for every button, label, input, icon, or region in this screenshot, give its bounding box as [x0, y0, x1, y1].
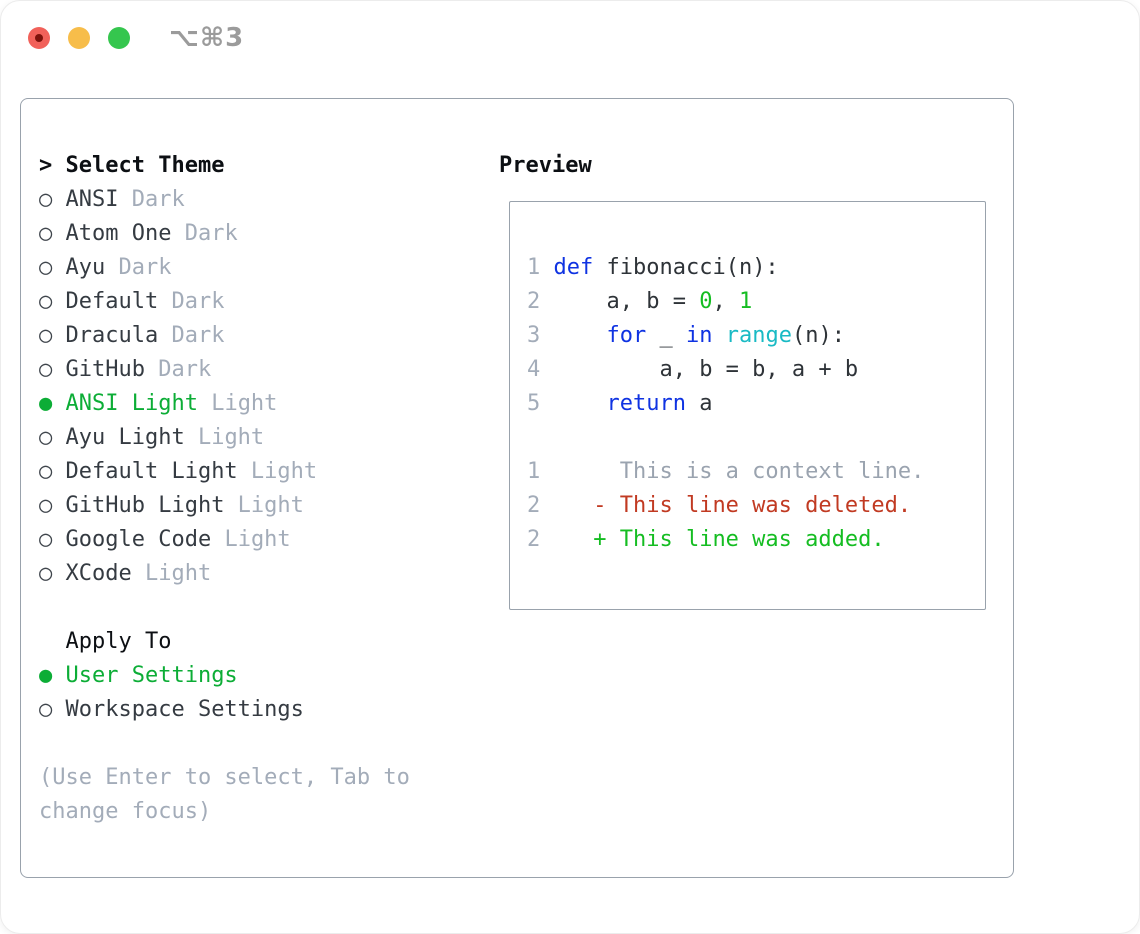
radio-icon: ○: [39, 459, 53, 484]
theme-option-variant: Light: [131, 561, 212, 586]
theme-option-label: XCode: [52, 561, 132, 586]
radio-icon: ○: [39, 697, 53, 722]
code-line: 5 return a: [527, 391, 713, 416]
theme-option-variant: Dark: [158, 323, 225, 348]
theme-option-ansi[interactable]: ○ ANSI Dark: [39, 183, 317, 217]
focus-caret-icon: >: [39, 153, 53, 178]
theme-option-ayu-light[interactable]: ○ Ayu Light Light: [39, 421, 317, 455]
apply-to-title: Apply To: [65, 629, 172, 654]
theme-option-variant: Dark: [105, 255, 172, 280]
theme-option-variant: Dark: [118, 187, 185, 212]
theme-option-xcode[interactable]: ○ XCode Light: [39, 557, 317, 591]
close-button[interactable]: [28, 27, 50, 49]
apply-option-user-settings[interactable]: ● User Settings: [39, 659, 304, 693]
theme-option-label: Ayu Light: [52, 425, 185, 450]
theme-option-label: Default Light: [52, 459, 238, 484]
radio-icon: ○: [39, 561, 53, 586]
radio-icon: ○: [39, 255, 53, 280]
theme-option-github-light[interactable]: ○ GitHub Light Light: [39, 489, 317, 523]
radio-icon: ○: [39, 357, 53, 382]
code-block: 1 def fibonacci(n): 2 a, b = 0, 1 3 for _ …: [527, 251, 858, 421]
diff-line: 1 This is a context line.: [527, 459, 925, 484]
theme-option-ayu[interactable]: ○ Ayu Dark: [39, 251, 317, 285]
preview-title: Preview: [499, 153, 592, 178]
diff-block: 1 This is a context line. 2 - This line w…: [527, 455, 924, 557]
theme-option-variant: Dark: [158, 289, 225, 314]
code-line: 1 def fibonacci(n):: [527, 255, 779, 280]
theme-option-label: GitHub Light: [52, 493, 225, 518]
select-theme-title: Select Theme: [65, 153, 225, 178]
theme-option-label: GitHub: [52, 357, 145, 382]
apply-to-section: Apply To ● User Settings○ Workspace Sett…: [39, 625, 304, 727]
theme-option-variant: Dark: [171, 221, 238, 246]
theme-list: ○ ANSI Dark○ Atom One Dark○ Ayu Dark○ De…: [39, 183, 317, 591]
theme-option-label: Dracula: [52, 323, 159, 348]
code-line: 3 for _ in range(n):: [527, 323, 845, 348]
theme-option-variant: Light: [211, 527, 291, 552]
theme-option-default-light[interactable]: ○ Default Light Light: [39, 455, 317, 489]
hint-line-2: change focus): [39, 799, 212, 824]
apply-to-header: Apply To: [39, 625, 304, 659]
theme-option-google-code[interactable]: ○ Google Code Light: [39, 523, 317, 557]
radio-selected-icon: ●: [39, 663, 53, 688]
theme-option-ansi-light[interactable]: ● ANSI Light Light: [39, 387, 317, 421]
theme-option-label: Ayu: [52, 255, 106, 280]
window-title-shortcut: ⌥⌘3: [169, 23, 245, 53]
radio-icon: ○: [39, 425, 53, 450]
diff-line: 2 - This line was deleted.: [527, 493, 912, 518]
code-line: 4 a, b = b, a + b: [527, 357, 859, 382]
theme-option-dracula[interactable]: ○ Dracula Dark: [39, 319, 317, 353]
theme-option-variant: Dark: [144, 357, 212, 382]
zoom-button[interactable]: [108, 27, 130, 49]
theme-list-column: > Select Theme ○ ANSI Dark○ Atom One Dar…: [39, 149, 317, 591]
theme-option-label: Default: [52, 289, 159, 314]
theme-option-variant: Light: [224, 493, 304, 518]
diff-line: 2 + This line was added.: [527, 527, 885, 552]
apply-to-list: ● User Settings○ Workspace Settings: [39, 659, 304, 727]
preview-pane: [509, 201, 986, 610]
titlebar: ⌥⌘3: [1, 1, 1139, 76]
hint-line-1: (Use Enter to select, Tab to: [39, 765, 410, 790]
theme-option-label: Google Code: [52, 527, 212, 552]
theme-option-variant: Light: [237, 459, 318, 484]
apply-option-workspace-settings[interactable]: ○ Workspace Settings: [39, 693, 304, 727]
hint-footer: (Use Enter to select, Tab to change focu…: [39, 761, 410, 829]
radio-selected-icon: ●: [39, 391, 53, 416]
code-line: 2 a, b = 0, 1: [527, 289, 753, 314]
radio-icon: ○: [39, 221, 53, 246]
radio-icon: ○: [39, 323, 53, 348]
theme-option-variant: Light: [197, 391, 278, 416]
theme-option-label: Atom One: [52, 221, 172, 246]
theme-option-variant: Light: [184, 425, 265, 450]
radio-icon: ○: [39, 527, 53, 552]
minimize-button[interactable]: [68, 27, 90, 49]
radio-icon: ○: [39, 289, 53, 314]
select-theme-header: > Select Theme: [39, 149, 317, 183]
theme-option-github[interactable]: ○ GitHub Dark: [39, 353, 317, 387]
theme-option-label: ANSI Light: [52, 391, 198, 416]
theme-option-default[interactable]: ○ Default Dark: [39, 285, 317, 319]
theme-option-label: ANSI: [52, 187, 119, 212]
apply-option-label: Workspace Settings: [52, 697, 304, 722]
theme-option-atom-one[interactable]: ○ Atom One Dark: [39, 217, 317, 251]
apply-option-label: User Settings: [52, 663, 238, 688]
radio-icon: ○: [39, 493, 53, 518]
radio-icon: ○: [39, 187, 53, 212]
